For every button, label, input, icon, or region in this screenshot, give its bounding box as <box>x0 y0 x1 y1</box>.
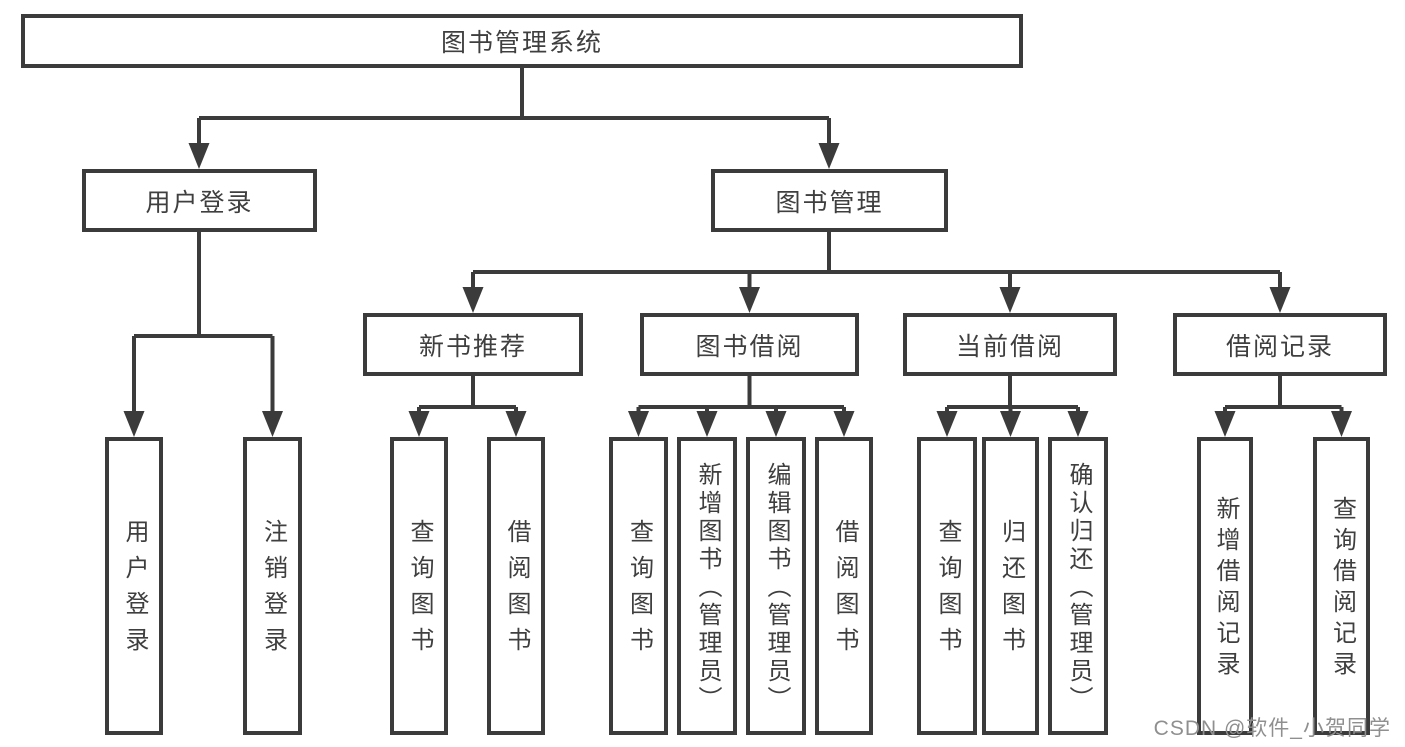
arrowhead-icon <box>462 287 484 313</box>
node-new-book-recommend-label: 新书推荐 <box>418 332 527 361</box>
leaf-logout-label: 注销登录 <box>259 519 287 663</box>
leaf-current-query-book-label: 查询图书 <box>934 519 961 663</box>
leaf-current-confirm-return-admin: 确认归还（管理员） <box>1048 437 1108 735</box>
leaf-records-query-record-label: 查询借阅记录 <box>1328 496 1356 682</box>
leaf-current-return-book: 归还图书 <box>982 437 1039 735</box>
node-user-login-label: 用户登录 <box>145 188 254 217</box>
leaf-borrow-query-book-label: 查询图书 <box>625 519 653 663</box>
leaf-recommend-borrow-book: 借阅图书 <box>487 437 545 735</box>
leaf-borrow-edit-book-admin-label: 编辑图书（管理员） <box>763 462 790 714</box>
leaf-logout: 注销登录 <box>243 437 302 735</box>
arrowhead-icon <box>739 287 760 313</box>
arrowhead-icon <box>408 411 430 437</box>
node-current-borrow-label: 当前借阅 <box>955 332 1064 361</box>
arrowhead-icon <box>1000 411 1021 437</box>
arrowhead-icon <box>188 143 210 169</box>
leaf-current-query-book: 查询图书 <box>917 437 977 735</box>
arrowhead-icon <box>696 411 718 437</box>
node-borrow-records: 借阅记录 <box>1173 313 1387 376</box>
arrowhead-icon <box>628 411 649 437</box>
leaf-current-return-book-label: 归还图书 <box>997 519 1025 663</box>
node-current-borrow: 当前借阅 <box>903 313 1117 376</box>
node-book-management: 图书管理 <box>711 169 948 232</box>
leaf-user-login-label: 用户登录 <box>121 519 148 663</box>
leaf-user-login: 用户登录 <box>105 437 163 735</box>
arrowhead-icon <box>936 411 958 437</box>
arrowhead-icon <box>123 411 145 437</box>
arrowhead-icon <box>765 411 787 437</box>
leaf-recommend-borrow-book-label: 借阅图书 <box>503 519 530 663</box>
arrowhead-icon <box>999 287 1021 313</box>
watermark: CSDN @软件_小贺同学 <box>1153 717 1391 740</box>
node-book-management-label: 图书管理 <box>775 188 884 217</box>
leaf-recommend-query-book-label: 查询图书 <box>406 519 433 663</box>
leaf-recommend-query-book: 查询图书 <box>390 437 448 735</box>
arrowhead-icon <box>1214 411 1236 437</box>
node-new-book-recommend: 新书推荐 <box>363 313 583 376</box>
arrowhead-icon <box>833 411 855 437</box>
leaf-borrow-edit-book-admin: 编辑图书（管理员） <box>746 437 806 735</box>
leaf-current-confirm-return-admin-label: 确认归还（管理员） <box>1065 462 1092 714</box>
arrowhead-icon <box>505 411 527 437</box>
leaf-records-add-record: 新增借阅记录 <box>1197 437 1253 735</box>
node-root-label: 图书管理系统 <box>440 29 603 57</box>
arrowhead-icon <box>1331 411 1352 437</box>
node-root: 图书管理系统 <box>21 14 1023 68</box>
leaf-borrow-borrow-book: 借阅图书 <box>815 437 873 735</box>
leaf-borrow-add-book-admin: 新增图书（管理员） <box>677 437 737 735</box>
node-borrow-records-label: 借阅记录 <box>1225 332 1334 361</box>
leaf-borrow-borrow-book-label: 借阅图书 <box>831 519 858 663</box>
arrowhead-icon <box>262 411 283 437</box>
node-book-borrow: 图书借阅 <box>640 313 859 376</box>
leaf-records-add-record-label: 新增借阅记录 <box>1212 496 1239 682</box>
arrowhead-icon <box>1067 411 1089 437</box>
arrowhead-icon <box>1269 287 1291 313</box>
leaf-records-query-record: 查询借阅记录 <box>1313 437 1370 735</box>
arrowhead-icon <box>818 143 840 169</box>
node-user-login: 用户登录 <box>82 169 317 232</box>
node-book-borrow-label: 图书借阅 <box>695 332 804 361</box>
leaf-borrow-query-book: 查询图书 <box>609 437 668 735</box>
leaf-borrow-add-book-admin-label: 新增图书（管理员） <box>694 462 721 714</box>
